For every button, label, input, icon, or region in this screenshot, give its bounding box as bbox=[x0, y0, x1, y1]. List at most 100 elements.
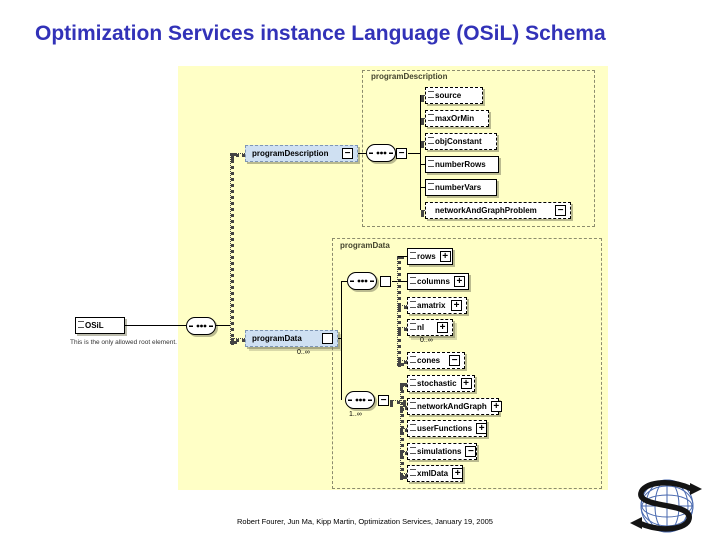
content-type-icon bbox=[410, 252, 416, 259]
content-type-icon bbox=[410, 424, 416, 431]
occurrence-label: 1..∞ bbox=[349, 411, 362, 418]
collapse-icon: − bbox=[465, 446, 477, 457]
element-osil: OSiL bbox=[75, 317, 125, 334]
collapse-icon: − bbox=[449, 355, 460, 366]
element-label: numberRows bbox=[435, 160, 486, 169]
connector bbox=[398, 256, 407, 257]
element-label: source bbox=[435, 91, 462, 100]
element-network-and-graph-problem: networkAndGraphProblem − bbox=[425, 202, 571, 219]
element-cones: cones − bbox=[407, 352, 465, 369]
element-label: networkAndGraph bbox=[417, 402, 487, 411]
choice-glyph bbox=[348, 398, 372, 402]
element-program-description: programDescription − bbox=[245, 145, 358, 162]
footer-credit: Robert Fourer, Jun Ma, Kipp Martin, Opti… bbox=[237, 517, 493, 526]
program-data-group-label: programData bbox=[340, 241, 390, 250]
element-label: columns bbox=[417, 277, 450, 286]
expand-icon: + bbox=[439, 251, 451, 262]
element-label: nl bbox=[417, 323, 425, 332]
element-label: numberVars bbox=[435, 183, 482, 192]
content-type-icon bbox=[410, 356, 416, 363]
sequence-glyph bbox=[350, 279, 374, 283]
connector bbox=[398, 281, 407, 282]
element-user-functions: userFunctions + bbox=[407, 420, 488, 437]
element-label: rows bbox=[417, 252, 436, 261]
element-program-data: programData bbox=[245, 330, 338, 347]
content-type-icon bbox=[428, 114, 434, 121]
program-data-group-frame bbox=[332, 238, 602, 489]
connector bbox=[216, 325, 230, 326]
element-rows: rows + bbox=[407, 248, 453, 265]
element-label: stochastic bbox=[417, 379, 457, 388]
expand-box-icon bbox=[322, 333, 333, 344]
expand-box-icon bbox=[380, 276, 391, 287]
element-label: xmlData bbox=[417, 469, 449, 478]
program-description-group-label: programDescription bbox=[371, 72, 448, 81]
expand-icon: + bbox=[490, 401, 502, 412]
expand-icon: + bbox=[453, 276, 465, 287]
element-label: programData bbox=[252, 334, 302, 343]
collapse-icon: − bbox=[396, 148, 407, 159]
element-number-rows: numberRows bbox=[425, 156, 499, 173]
root-annotation: This is the only allowed root element. bbox=[70, 339, 177, 346]
connector bbox=[421, 164, 425, 165]
element-label: programDescription bbox=[252, 149, 329, 158]
expand-icon: + bbox=[476, 423, 488, 434]
element-label: userFunctions bbox=[417, 424, 473, 433]
element-label: maxOrMin bbox=[435, 114, 475, 123]
schema-diagram-panel bbox=[178, 66, 608, 490]
content-type-icon bbox=[410, 379, 416, 386]
content-type-icon bbox=[410, 301, 416, 308]
program-description-group-frame bbox=[362, 70, 595, 227]
expand-icon: + bbox=[437, 322, 448, 333]
collapse-icon: − bbox=[555, 205, 566, 216]
element-label: objConstant bbox=[435, 137, 482, 146]
choice-icon bbox=[345, 391, 375, 409]
element-xml-data: xmlData + bbox=[407, 465, 464, 482]
element-label: amatrix bbox=[417, 301, 446, 310]
expand-icon: + bbox=[451, 300, 462, 311]
element-max-or-min: maxOrMin bbox=[425, 110, 489, 127]
element-obj-constant: objConstant bbox=[425, 133, 497, 150]
element-stochastic: stochastic + bbox=[407, 375, 475, 392]
element-nl: nl + bbox=[407, 319, 453, 336]
element-source: source bbox=[425, 87, 483, 104]
connector bbox=[390, 400, 406, 404]
content-type-icon bbox=[410, 469, 416, 476]
connector bbox=[230, 153, 234, 344]
connector bbox=[397, 256, 401, 366]
sequence-icon bbox=[347, 272, 377, 290]
content-type-icon bbox=[410, 402, 416, 409]
globe-icon bbox=[630, 479, 702, 533]
content-type-icon bbox=[410, 323, 416, 330]
element-label: OSiL bbox=[85, 321, 104, 330]
element-number-vars: numberVars bbox=[425, 179, 497, 196]
connector bbox=[408, 153, 420, 154]
connector bbox=[392, 281, 397, 282]
content-type-icon bbox=[428, 137, 434, 144]
collapse-icon: − bbox=[378, 395, 389, 406]
element-label: simulations bbox=[417, 447, 462, 456]
element-network-and-graph: networkAndGraph + bbox=[407, 398, 502, 415]
sequence-icon bbox=[366, 144, 396, 162]
content-type-icon bbox=[428, 183, 434, 190]
element-amatrix: amatrix + bbox=[407, 297, 467, 314]
element-label: cones bbox=[417, 356, 441, 365]
connector bbox=[421, 187, 425, 188]
connector bbox=[341, 281, 342, 400]
expand-icon: + bbox=[452, 468, 464, 479]
sequence-glyph bbox=[189, 324, 213, 328]
content-type-icon bbox=[428, 160, 434, 167]
content-type-icon bbox=[410, 447, 416, 454]
occurrence-label: 0..∞ bbox=[297, 349, 310, 356]
connector bbox=[338, 338, 341, 339]
connector bbox=[358, 153, 366, 154]
connector bbox=[420, 95, 421, 210]
expand-icon: + bbox=[460, 378, 472, 389]
collapse-icon: − bbox=[342, 148, 353, 159]
content-type-icon bbox=[410, 277, 416, 284]
content-type-icon bbox=[428, 91, 434, 98]
page-title: Optimization Services instance Language … bbox=[35, 22, 606, 45]
element-columns: columns + bbox=[407, 273, 469, 290]
sequence-icon bbox=[186, 317, 216, 335]
